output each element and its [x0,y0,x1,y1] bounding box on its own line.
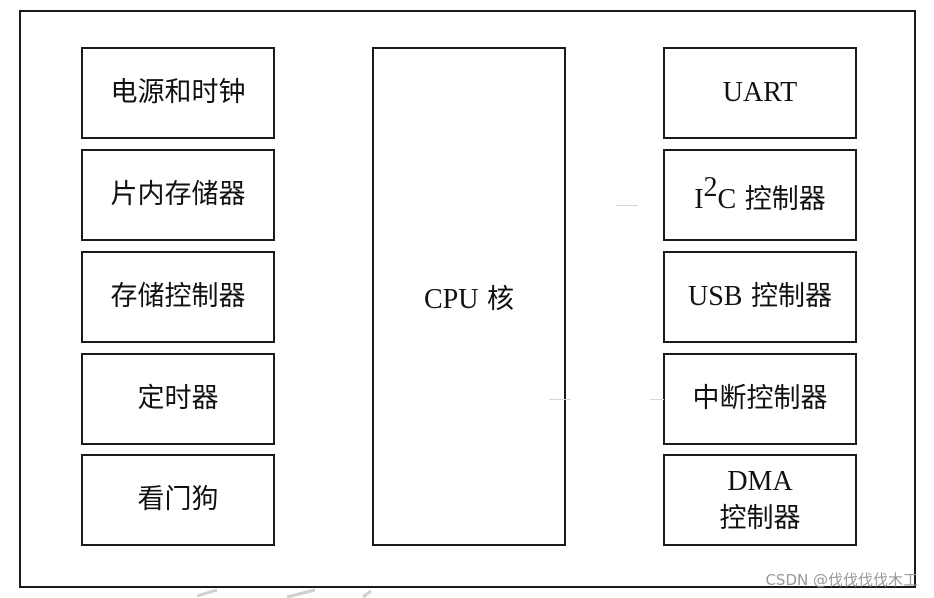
i2c-c-label: C [717,183,737,215]
soc-outline-frame [19,10,916,588]
dma-controller-block: DMA 控制器 [663,454,857,546]
dma-suffix-label: 控制器 [719,502,801,534]
cpu-core-block: CPU 核 [372,47,566,546]
faint-line-artifact [549,399,571,400]
cpu-core-cjk-label: 核 [487,284,515,315]
watermark-text: CSDN @伐伐伐伐木工 [765,571,918,589]
uart-block: UART [663,47,857,139]
watchdog-label: 看门狗 [137,484,219,516]
onchip-memory-block: 片内存储器 [81,149,275,241]
interrupt-controller-label: 中断控制器 [692,383,828,415]
timer-block: 定时器 [81,353,275,445]
uart-label: UART [722,76,798,108]
timer-label: 定时器 [137,383,219,415]
power-clock-block: 电源和时钟 [81,47,275,139]
power-clock-label: 电源和时钟 [110,77,246,109]
cpu-core-latin-label: CPU [423,284,479,315]
i2c-i-label: I [694,183,704,215]
i2c-superscript: 2 [703,171,718,203]
usb-controller-block: USB 控制器 [663,251,857,343]
memory-controller-label: 存储控制器 [110,281,246,313]
i2c-controller-block: I2C 控制器 [663,149,857,241]
i2c-suffix-label: 控制器 [744,183,826,215]
bottom-scribble-artifact [196,588,372,598]
dma-latin-label: DMA [727,466,793,498]
watchdog-block: 看门狗 [81,454,275,546]
usb-suffix-label: 控制器 [751,280,833,312]
memory-controller-block: 存储控制器 [81,251,275,343]
onchip-memory-label: 片内存储器 [110,179,246,211]
faint-line-artifact [616,205,638,206]
usb-latin-label: USB [687,280,743,312]
interrupt-controller-block: 中断控制器 [663,353,857,445]
faint-line-artifact [650,399,664,400]
